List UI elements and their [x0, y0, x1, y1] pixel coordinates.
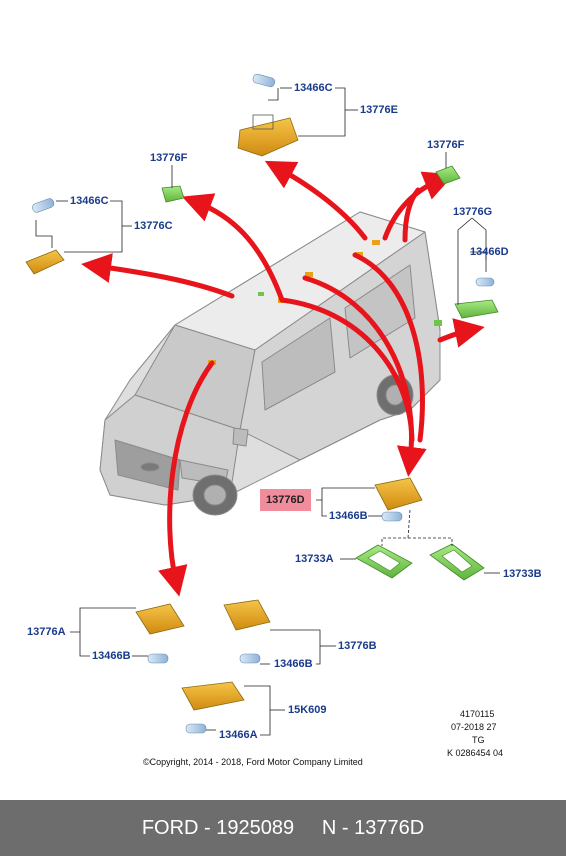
part-13776B-lamp	[223, 599, 271, 631]
arrow-to-13776F-left	[181, 193, 285, 303]
part-13466B-bulb-a	[147, 653, 169, 664]
arrow-to-13776D-c	[352, 252, 425, 443]
label-13776C: 13776C	[134, 220, 173, 232]
label-13733B: 13733B	[503, 568, 542, 580]
label-13776A: 13776A	[27, 626, 66, 638]
label-13466D: 13466D	[470, 246, 509, 258]
van-illustration	[99, 211, 442, 516]
label-13466B-b: 13466B	[274, 658, 313, 670]
label-13776D-highlighted: 13776D	[260, 489, 311, 511]
arrow-to-13776F-right-b	[402, 187, 421, 243]
part-13776D-lamp	[374, 477, 423, 511]
copyright-notice: ©Copyright, 2014 - 2018, Ford Motor Comp…	[143, 757, 363, 767]
label-13466B-a: 13466B	[92, 650, 131, 662]
leader-lines	[35, 87, 500, 736]
label-13776F-right: 13776F	[427, 139, 465, 151]
label-13776E: 13776E	[360, 104, 398, 116]
part-13776E-lamp	[237, 114, 299, 157]
part-13466B-bulb-mid	[381, 511, 403, 522]
drawing-code: TG	[472, 735, 485, 745]
label-13466C-top: 13466C	[294, 82, 333, 94]
part-15K609-lamp	[181, 681, 245, 711]
drawing-reference: K 0286454 04	[447, 748, 504, 758]
label-13776B: 13776B	[338, 640, 377, 652]
part-13733B-frame	[429, 543, 485, 581]
part-13466D-bulb	[475, 277, 495, 287]
drawing-date: 07-2018 27	[451, 722, 497, 732]
drawing-number: 4170115	[460, 709, 495, 719]
arrow-to-13776C	[81, 253, 235, 299]
arrow-to-13776A	[158, 360, 215, 597]
part-13776A-lamp	[135, 603, 185, 635]
label-13466C-left: 13466C	[70, 195, 109, 207]
part-13466C-bulb-top	[252, 73, 276, 88]
footer-part-info: FORD - 1925089 N - 13776D	[141, 816, 425, 839]
label-13466B-mid: 13466B	[329, 510, 368, 522]
location-arrows	[81, 160, 485, 597]
part-13466B-bulb-b	[239, 653, 261, 664]
label-15K609: 15K609	[288, 704, 327, 716]
arrow-to-13776F-right	[382, 171, 454, 241]
part-13466A-bulb	[185, 723, 207, 734]
part-13733A-frame	[355, 544, 413, 579]
part-number-footer: FORD - 1925089 N - 13776D	[0, 800, 566, 856]
label-13776F-left: 13776F	[150, 152, 188, 164]
arrow-to-13776D-b	[279, 297, 415, 443]
arrow-to-13776G	[437, 318, 485, 348]
label-13776G: 13776G	[453, 206, 493, 218]
part-13466C-bulb-left	[32, 198, 55, 213]
label-13733A: 13733A	[295, 553, 334, 565]
part-13776F-left-lamp	[161, 185, 185, 203]
part-13776F-right-lamp	[435, 165, 461, 185]
parts-diagram	[25, 73, 500, 736]
part-13776G-lamp	[454, 299, 499, 319]
part-13776C-lamp	[25, 249, 65, 275]
label-13466A: 13466A	[219, 729, 258, 741]
arrow-to-13776E	[264, 160, 368, 241]
